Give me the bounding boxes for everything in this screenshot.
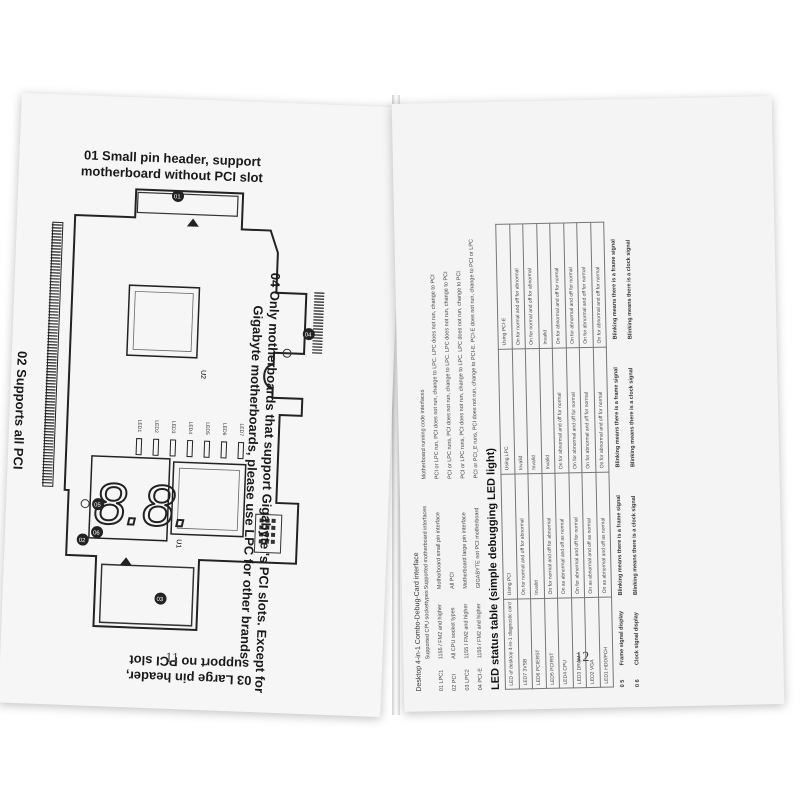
led-label: LED7	[238, 423, 244, 436]
label-03: 03 Large pin header, support no PCI slot	[126, 651, 253, 688]
jumper-pins	[253, 513, 283, 554]
marker-circle	[91, 526, 104, 539]
marker-circle	[154, 592, 167, 605]
led-6	[220, 441, 228, 459]
marker-number: 02	[79, 538, 87, 544]
book-spine	[392, 95, 400, 715]
led-label: LED6	[221, 423, 227, 436]
led-table-cell: On as abnormal and off as normal	[595, 471, 612, 597]
led-1	[135, 438, 143, 456]
display-digits: 8.8.	[93, 471, 192, 540]
interface-cell: GIGABYTE not PCI motherboard	[474, 507, 482, 589]
marker-number: 01	[174, 194, 182, 200]
chip-u1	[170, 461, 247, 538]
led-label: LED4	[187, 421, 193, 434]
marker-number: 05	[94, 502, 102, 508]
led-label: LED1	[136, 420, 142, 433]
marker-number: 04	[305, 332, 313, 338]
led-table-cell: On for abnormal and off for normal	[592, 346, 609, 472]
marker-circle	[76, 533, 89, 546]
pci-edge-connector	[41, 221, 64, 487]
interface-cell: 1155 / FM2 and higher	[476, 603, 484, 659]
large-pin-header	[98, 563, 195, 627]
marker-circle	[92, 498, 105, 511]
led-label: LED3	[170, 421, 176, 434]
chip-u2-label: U2	[199, 370, 206, 379]
chip-u2	[126, 284, 201, 359]
signal-cell: Blinking means there is a clock signal	[625, 239, 634, 340]
led-7	[237, 441, 245, 460]
signal-cell: Clock signal display	[633, 612, 641, 666]
marker-number: 03	[156, 597, 164, 603]
marker-circle	[302, 328, 315, 341]
led-5	[203, 440, 211, 458]
led-label: LED5	[204, 422, 210, 435]
page-number-right: 12	[575, 650, 590, 666]
led-table-cell: LED1 HDD/PCH	[598, 596, 614, 688]
led-4	[186, 439, 194, 458]
interface-cell: 02 PCI	[451, 673, 458, 691]
signal-cell: Blinking means there is a clock signal	[630, 495, 640, 596]
signal-cell: 0 5	[619, 679, 626, 688]
right-page-content: Desktop 4-in-1 Combo-Debug-Card interfac…	[404, 125, 761, 692]
led-table-cell: On for abnormal and off for normal	[590, 221, 607, 347]
debug-card-diagram: U2 U1 8.8. LED7LED6LED5LED4LED3LED2LED1 …	[41, 188, 325, 632]
left-page: 01 Small pin header, support motherboard…	[0, 92, 404, 718]
pcie-connector	[312, 292, 325, 355]
marker-number: 06	[93, 530, 101, 536]
led-indicators: LED7 LED6 LED5 LED4 LED3 LED2 LED1	[135, 420, 245, 460]
led-label: LED2	[153, 420, 159, 433]
seven-segment-display	[88, 455, 171, 542]
interface-cell: 03 LPC2	[464, 669, 471, 691]
signal-cell: Blinking means there is a clock signal	[628, 367, 637, 468]
led-3	[169, 439, 177, 457]
right-page: Desktop 4-in-1 Combo-Debug-Card interfac…	[391, 96, 785, 712]
signal-cell: 0 6	[634, 679, 641, 688]
led-2	[152, 438, 160, 456]
page-number-left: 11	[164, 650, 180, 667]
chip-u1-label: U1	[174, 539, 181, 548]
small-pin-header	[136, 191, 239, 217]
interface-cell: 01 LPC1	[438, 669, 445, 692]
interface-cell: 04 PCI-E	[477, 667, 484, 691]
numbered-markers: 01 02 03 04 05 06	[76, 189, 315, 605]
signal-cell: Frame signal display	[618, 610, 626, 666]
marker-circle	[172, 189, 185, 202]
